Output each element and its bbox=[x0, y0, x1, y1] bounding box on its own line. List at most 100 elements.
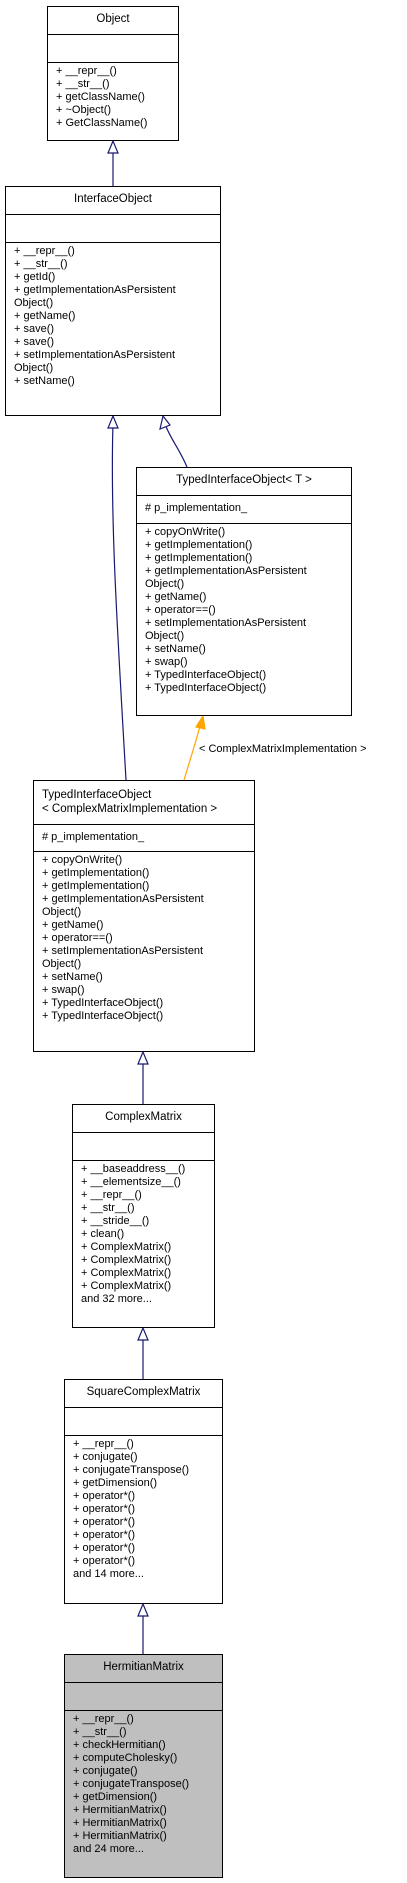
member-line: # p_implementation_ bbox=[42, 831, 145, 843]
class-typedinterfaceobject-t-attributes: # p_implementation_ bbox=[137, 495, 351, 523]
arrowhead-object bbox=[107, 139, 119, 154]
class-typedinterfaceobject-cmi-methods: + copyOnWrite()+ getImplementation()+ ge… bbox=[34, 851, 254, 1025]
member-line: + getImplementation() bbox=[145, 552, 253, 564]
member-line: + operator*() bbox=[73, 1490, 136, 1502]
class-object[interactable]: Object + __repr__()+ __str__()+ getClass… bbox=[47, 6, 179, 141]
member-line: + getName() bbox=[42, 919, 104, 931]
member-line: + conjugateTranspose() bbox=[73, 1778, 190, 1790]
member-line: + setImplementationAsPersistent bbox=[145, 617, 307, 629]
member-line: + copyOnWrite() bbox=[42, 854, 123, 866]
member-line: + __str__() bbox=[14, 258, 68, 270]
member-line: + HermitianMatrix() bbox=[73, 1817, 167, 1829]
member-line: + getImplementation() bbox=[42, 867, 150, 879]
member-line: + save() bbox=[14, 336, 55, 348]
member-line: and 14 more... bbox=[73, 1568, 144, 1580]
member-line: + HermitianMatrix() bbox=[73, 1830, 167, 1842]
class-hermitianmatrix-attributes bbox=[65, 1682, 222, 1710]
member-line: + __repr__() bbox=[81, 1189, 142, 1201]
member-line: + ComplexMatrix() bbox=[81, 1280, 172, 1292]
class-typedinterfaceobject-t[interactable]: TypedInterfaceObject< T > # p_implementa… bbox=[136, 467, 352, 716]
member-line: + TypedInterfaceObject() bbox=[42, 997, 164, 1009]
template-binding-label: < ComplexMatrixImplementation > bbox=[199, 743, 367, 755]
arrowhead-typedcmi bbox=[137, 1050, 149, 1065]
member-line: + TypedInterfaceObject() bbox=[145, 669, 267, 681]
member-line: + setName() bbox=[42, 971, 103, 983]
class-typedinterfaceobject-t-methods: + copyOnWrite()+ getImplementation()+ ge… bbox=[137, 523, 351, 697]
member-line: + getImplementationAsPersistent bbox=[14, 284, 176, 296]
member-line: + __baseaddress__() bbox=[81, 1163, 186, 1175]
class-object-methods: + __repr__()+ __str__()+ getClassName()+… bbox=[48, 62, 178, 132]
member-line: + ComplexMatrix() bbox=[81, 1254, 172, 1266]
member-line: + getDimension() bbox=[73, 1791, 158, 1803]
member-line: + swap() bbox=[145, 656, 188, 668]
class-hermitianmatrix[interactable]: HermitianMatrix + __repr__()+ __str__()+… bbox=[64, 1654, 223, 1878]
member-line: + save() bbox=[14, 323, 55, 335]
class-interfaceobject[interactable]: InterfaceObject + __repr__()+ __str__()+… bbox=[5, 186, 221, 416]
class-squarecomplexmatrix-attributes bbox=[65, 1407, 222, 1435]
member-line: + operator*() bbox=[73, 1516, 136, 1528]
member-line: + operator*() bbox=[73, 1503, 136, 1515]
class-squarecomplexmatrix-title: SquareComplexMatrix bbox=[86, 1386, 201, 1398]
member-line: + ComplexMatrix() bbox=[81, 1267, 172, 1279]
member-line: + operator*() bbox=[73, 1542, 136, 1554]
member-line: + TypedInterfaceObject() bbox=[42, 1010, 164, 1022]
member-line: Object() bbox=[42, 958, 82, 970]
member-line: + copyOnWrite() bbox=[145, 526, 226, 538]
member-line: + ~Object() bbox=[56, 104, 112, 116]
member-line: and 32 more... bbox=[81, 1293, 152, 1305]
member-line: + getImplementation() bbox=[42, 880, 150, 892]
class-complexmatrix-methods: + __baseaddress__()+ __elementsize__()+ … bbox=[73, 1160, 214, 1308]
member-line: + __repr__() bbox=[56, 65, 117, 77]
member-line: + getImplementationAsPersistent bbox=[145, 565, 307, 577]
class-interfaceobject-attributes bbox=[6, 214, 220, 242]
member-line: + setImplementationAsPersistent bbox=[42, 945, 204, 957]
member-line: + getName() bbox=[145, 591, 207, 603]
member-line: + getImplementation() bbox=[145, 539, 253, 551]
class-typedinterfaceobject-t-title: TypedInterfaceObject< T > bbox=[176, 474, 312, 486]
member-line: + clean() bbox=[81, 1228, 125, 1240]
class-complexmatrix-title: ComplexMatrix bbox=[105, 1111, 182, 1123]
member-line: + conjugateTranspose() bbox=[73, 1464, 190, 1476]
class-typedinterfaceobject-cmi-attributes: # p_implementation_ bbox=[34, 824, 254, 851]
member-line: + operator==() bbox=[42, 932, 113, 944]
member-line: + operator*() bbox=[73, 1529, 136, 1541]
class-complexmatrix-attributes bbox=[73, 1132, 214, 1160]
member-line: + __str__() bbox=[81, 1202, 135, 1214]
arrowhead-square bbox=[137, 1602, 149, 1617]
edge-typedcmi-to-interfaceobject bbox=[111, 422, 127, 781]
member-line: + __elementsize__() bbox=[81, 1176, 181, 1188]
member-line: Object() bbox=[42, 906, 82, 918]
class-object-attributes bbox=[48, 34, 178, 62]
class-object-title: Object bbox=[96, 13, 130, 25]
member-line: + setName() bbox=[145, 643, 206, 655]
member-line: # p_implementation_ bbox=[145, 502, 248, 514]
arrowhead-interfaceobject-right bbox=[159, 414, 171, 430]
member-line: + __repr__() bbox=[73, 1438, 134, 1450]
member-line: Object() bbox=[14, 362, 54, 374]
class-squarecomplexmatrix[interactable]: SquareComplexMatrix + __repr__() + conjug… bbox=[64, 1379, 223, 1604]
class-hermitianmatrix-title: HermitianMatrix bbox=[103, 1661, 184, 1673]
member-line: + TypedInterfaceObject() bbox=[145, 682, 267, 694]
member-line: + __stride__() bbox=[81, 1215, 150, 1227]
member-line: + setName() bbox=[14, 375, 75, 387]
member-line: + getClassName() bbox=[56, 91, 145, 103]
class-complexmatrix[interactable]: ComplexMatrix + __baseaddress__()+ __ele… bbox=[72, 1104, 215, 1328]
member-line: Object() bbox=[145, 630, 185, 642]
arrowhead-template bbox=[195, 714, 206, 730]
member-line: + GetClassName() bbox=[56, 117, 148, 129]
member-line: + __str__() bbox=[56, 78, 110, 90]
arrowhead-interfaceobject-left bbox=[107, 414, 119, 429]
class-typedinterfaceobject-cmi[interactable]: TypedInterfaceObject < ComplexMatrixImpl… bbox=[33, 780, 255, 1052]
member-line: + ComplexMatrix() bbox=[81, 1241, 172, 1253]
member-line: + operator*() bbox=[73, 1555, 136, 1567]
member-line: + computeCholesky() bbox=[73, 1752, 178, 1764]
class-typedinterfaceobject-cmi-title: TypedInterfaceObject < ComplexMatrixImpl… bbox=[34, 781, 254, 824]
member-line: + conjugate() bbox=[73, 1765, 138, 1777]
class-typedinterfaceobject-cmi-title-line1: TypedInterfaceObject bbox=[42, 789, 152, 801]
member-line: + __str__() bbox=[73, 1726, 127, 1738]
member-line: and 24 more... bbox=[73, 1843, 144, 1855]
member-line: + HermitianMatrix() bbox=[73, 1804, 167, 1816]
member-line: + setImplementationAsPersistent bbox=[14, 349, 176, 361]
arrowhead-complexmatrix bbox=[137, 1326, 149, 1341]
